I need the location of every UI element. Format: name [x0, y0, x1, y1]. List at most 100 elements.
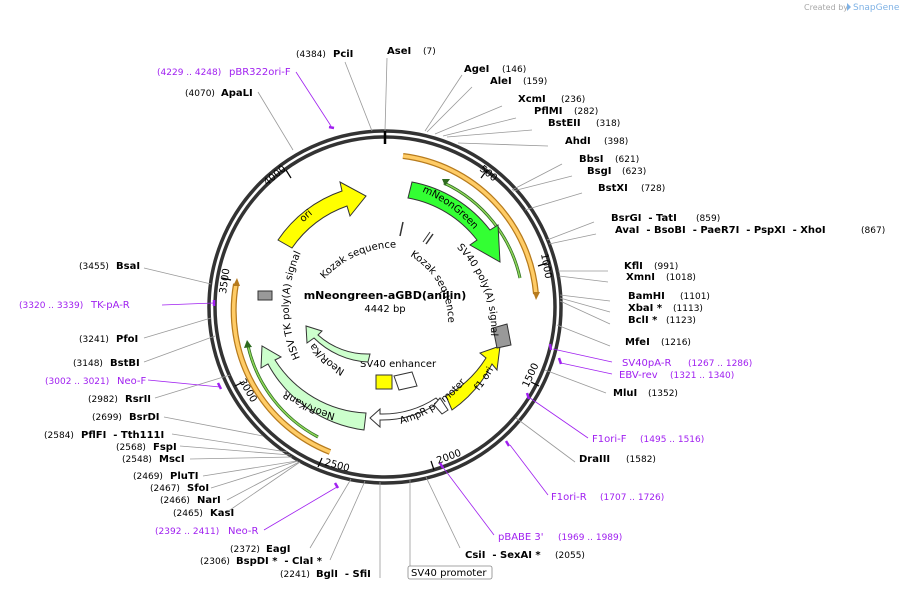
svg-text:(2469): (2469)	[133, 472, 163, 482]
svg-text:XmnI: XmnI	[626, 272, 655, 283]
enzyme-label-kfli[interactable]: KflI(991)	[624, 261, 678, 272]
enzyme-label-bgli[interactable]: (2241)BglI - SfiI	[280, 569, 371, 580]
svg-text:(3455): (3455)	[79, 262, 109, 272]
enzyme-label-apali[interactable]: (4070)ApaLI	[185, 88, 253, 99]
enzyme-label-bamhi[interactable]: BamHI(1101)	[628, 291, 710, 302]
svg-text:KasI: KasI	[210, 508, 234, 519]
enzyme-label-pfoi[interactable]: (3241)PfoI	[79, 334, 138, 345]
enzyme-label-mlui[interactable]: MluI(1352)	[613, 388, 678, 399]
primer-label-ebv-rev[interactable]: EBV-rev(1321 .. 1340)	[619, 370, 734, 381]
enzyme-label-mfei[interactable]: MfeI(1216)	[625, 337, 691, 348]
enzyme-label-fspi[interactable]: (2568)FspI	[116, 442, 177, 453]
svg-text:BbsI: BbsI	[579, 154, 603, 165]
enzyme-label-bsgi[interactable]: BsgI(623)	[587, 166, 646, 177]
svg-text:(2306): (2306)	[200, 557, 230, 567]
enzyme-label-rsrii[interactable]: (2982)RsrII	[88, 394, 151, 405]
enzyme-label-xcmi[interactable]: XcmI(236)	[518, 94, 585, 105]
enzyme-label-avai[interactable]: AvaI - BsoBI - PaeR7I - PspXI - XhoI(867…	[615, 225, 885, 236]
svg-text:(4229 .. 4248): (4229 .. 4248)	[157, 68, 221, 78]
svg-text:(159): (159)	[523, 77, 547, 87]
enzyme-label-alei[interactable]: AleI(159)	[490, 76, 547, 87]
svg-text:(2392 .. 2411): (2392 .. 2411)	[155, 527, 219, 537]
enzyme-label-asei[interactable]: AseI (7)	[387, 46, 436, 57]
mneongreen-feature[interactable]	[407, 181, 501, 263]
sv40-ori-block[interactable]	[375, 374, 393, 390]
enzyme-label-bsrgi[interactable]: BsrGI - TatI(859)	[611, 213, 720, 224]
svg-text:ApaLI: ApaLI	[221, 88, 253, 99]
neor-kanr-inner-feature[interactable]	[305, 325, 371, 363]
primer-label-sv40pa-r[interactable]: SV40pA-R(1267 .. 1286)	[622, 358, 752, 369]
svg-text:XbaI *: XbaI *	[628, 303, 663, 314]
enzyme-label-ahdi[interactable]: AhdI(398)	[565, 136, 628, 147]
svg-text:BglI - SfiI: BglI - SfiI	[316, 569, 371, 580]
enzyme-label-pflfi[interactable]: (2584)PflFI - Tth111I	[44, 430, 164, 441]
primer-label-f1ori-r[interactable]: F1ori-R(1707 .. 1726)	[551, 492, 664, 503]
enzyme-label-bstbi[interactable]: (3148)BstBI	[73, 358, 140, 369]
primer-label-pbabe3[interactable]: pBABE 3'(1969 .. 1989)	[498, 532, 622, 543]
enzyme-label-bstxi[interactable]: BstXI(728)	[598, 183, 665, 194]
svg-text:AseI: AseI	[387, 46, 411, 57]
enzyme-leaders	[143, 57, 611, 578]
svg-text:MfeI: MfeI	[625, 337, 650, 348]
svg-text:SfoI: SfoI	[187, 483, 209, 494]
svg-text:(1582): (1582)	[626, 455, 656, 465]
ori-feature[interactable]	[277, 181, 367, 249]
enzyme-label-kasi[interactable]: (2465) KasI	[173, 508, 234, 519]
svg-text:(2372): (2372)	[230, 545, 260, 555]
svg-text:BstBI: BstBI	[110, 358, 140, 369]
orf-arc-1[interactable]	[402, 154, 538, 295]
f1-ori-feature[interactable]	[445, 345, 501, 411]
plasmid-name: mNeongreen-aGBD(anilin)	[304, 289, 467, 302]
svg-text:pBR322ori-F: pBR322ori-F	[229, 67, 291, 78]
enzyme-label-xbai[interactable]: XbaI *(1113)	[628, 303, 703, 314]
svg-text:KflI: KflI	[624, 261, 643, 272]
enzyme-label-xmni[interactable]: XmnI(1018)	[626, 272, 696, 283]
enzyme-label-sfoi[interactable]: (2467)SfoI	[150, 483, 209, 494]
primer-label-pbr322ori-f[interactable]: (4229 .. 4248) pBR322ori-F	[157, 67, 291, 78]
svg-text:(146): (146)	[502, 65, 526, 75]
enzyme-label-eagi[interactable]: (2372) EagI	[230, 544, 290, 555]
primer-label-tk-pa-r[interactable]: (3320 .. 3339) TK-pA-R	[19, 300, 130, 311]
svg-text:F1ori-R: F1ori-R	[551, 492, 587, 503]
primer-label-neo-f[interactable]: (3002 .. 3021)Neo-F	[45, 376, 147, 387]
tick-3500: 3500	[218, 268, 232, 295]
enzyme-label-bsai[interactable]: (3455)BsaI	[79, 261, 140, 272]
enzyme-label-bbsi[interactable]: BbsI(621)	[579, 154, 639, 165]
enzyme-label-bsteii[interactable]: BstEII(318)	[548, 118, 620, 129]
svg-text:FspI: FspI	[153, 442, 177, 453]
svg-text:(3320 .. 3339): (3320 .. 3339)	[19, 301, 83, 311]
primer-label-neo-r[interactable]: (2392 .. 2411)Neo-R	[155, 526, 259, 537]
hsv-polya-block[interactable]	[257, 290, 273, 301]
orf-arc-2[interactable]	[231, 283, 331, 454]
sv40-promoter-label[interactable]: SV40 promoter	[407, 480, 493, 580]
neor-kanr-outer-feature[interactable]	[260, 345, 367, 431]
enzyme-label-agei[interactable]: AgeI(146)	[464, 64, 526, 75]
enzyme-label-csii[interactable]: CsiI - SexAI *(2055)	[465, 550, 585, 561]
svg-text:RsrII: RsrII	[125, 394, 151, 405]
svg-text:EagI: EagI	[266, 544, 290, 555]
enzyme-label-bsrdi[interactable]: (2699)BsrDI	[92, 412, 160, 423]
svg-text:(282): (282)	[574, 107, 598, 117]
enzyme-label-pflmi[interactable]: PflMI(282)	[534, 106, 598, 117]
enzyme-label-nari[interactable]: (2466)NarI	[160, 495, 221, 506]
svg-text:(7): (7)	[423, 47, 436, 57]
enzyme-label-msci[interactable]: (2548)MscI	[122, 454, 185, 465]
svg-text:(2465): (2465)	[173, 509, 203, 519]
svg-text:NarI: NarI	[197, 495, 221, 506]
sv40-polya-block[interactable]	[492, 323, 512, 349]
sv40-enhancer-block[interactable]	[393, 371, 418, 391]
svg-text:pBABE 3': pBABE 3'	[498, 532, 544, 543]
enzyme-label-pcii[interactable]: (4384)PciI	[296, 49, 353, 60]
primer-label-f1ori-f[interactable]: F1ori-F(1495 .. 1516)	[592, 434, 704, 445]
svg-text:PciI: PciI	[333, 49, 353, 60]
enzyme-label-draiii[interactable]: DraIII(1582)	[579, 454, 656, 465]
orf-arc-1-head	[533, 292, 540, 300]
enzyme-label-bcli[interactable]: BclI *(1123)	[628, 315, 696, 326]
svg-text:BsrGI - TatI: BsrGI - TatI	[611, 213, 677, 224]
enzyme-label-bspdi[interactable]: (2306)BspDI * - ClaI *	[200, 556, 323, 567]
svg-text:(1123): (1123)	[666, 316, 696, 326]
enzyme-label-pluti[interactable]: (2469)PluTI	[133, 471, 198, 482]
snapgene-logo: SnapGene	[847, 3, 900, 13]
svg-text:TK-pA-R: TK-pA-R	[90, 300, 130, 311]
ampr-promoter-feature[interactable]	[369, 397, 441, 429]
